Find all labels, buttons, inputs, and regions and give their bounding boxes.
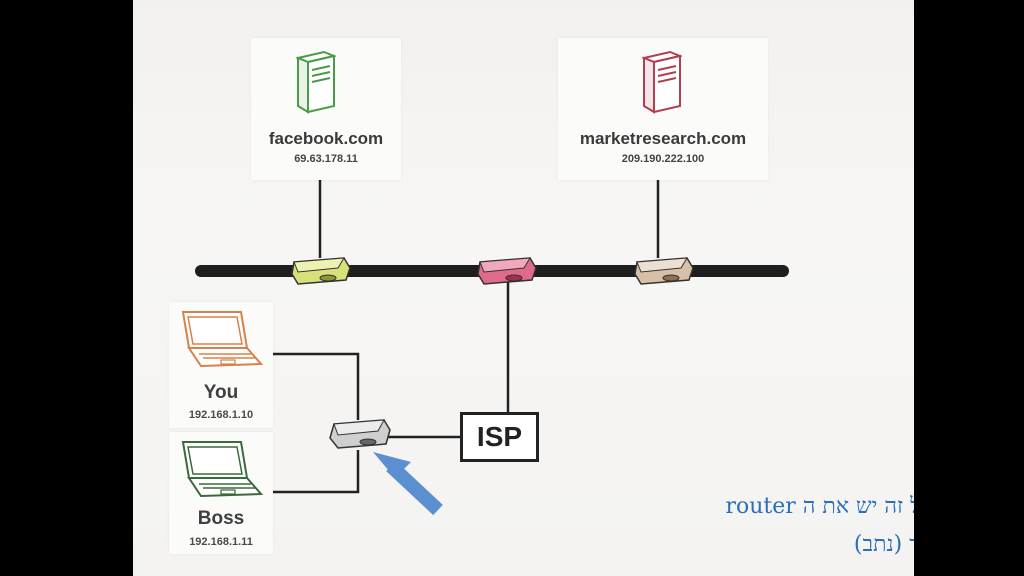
server-ip: 69.63.178.11: [294, 153, 358, 165]
diagram-board: facebook.com 69.63.178.11 marketresearch…: [133, 0, 914, 576]
caption-line-1: בשביל זה יש את ה router: [725, 494, 914, 519]
server-name: facebook.com: [268, 129, 384, 148]
server-icon: [642, 50, 682, 114]
caption-line-2: ראוטר (נתב): [853, 532, 914, 557]
server-card-marketresearch: marketresearch.com 209.190.222.100: [558, 38, 768, 180]
client-ip: 192.168.1.11: [189, 536, 253, 548]
client-name: Boss: [197, 508, 245, 529]
boss-link: [273, 450, 360, 494]
network-diagram: [195, 180, 789, 516]
laptop-icon: [181, 311, 264, 368]
client-card-boss: Boss 192.168.1.11: [169, 432, 273, 554]
caption: בשביל זה יש את ה router ראוטר (נתב): [603, 488, 914, 564]
server-ip: 209.190.222.100: [621, 153, 705, 165]
server-icon: [296, 50, 336, 114]
isp-box: ISP: [460, 412, 539, 462]
client-card-you: You 192.168.1.10: [169, 302, 273, 428]
switch-facebook: [291, 257, 351, 285]
laptop-icon: [181, 441, 264, 498]
client-ip: 192.168.1.10: [188, 409, 254, 421]
you-link: [273, 352, 360, 420]
router: [329, 419, 391, 449]
router-pointer-arrow: [373, 452, 443, 516]
client-name: You: [203, 382, 239, 403]
switch-marketresearch: [634, 257, 694, 285]
server-card-facebook: facebook.com 69.63.178.11: [251, 38, 401, 180]
switch-isp-bus: [477, 257, 537, 285]
server-name: marketresearch.com: [579, 129, 747, 148]
